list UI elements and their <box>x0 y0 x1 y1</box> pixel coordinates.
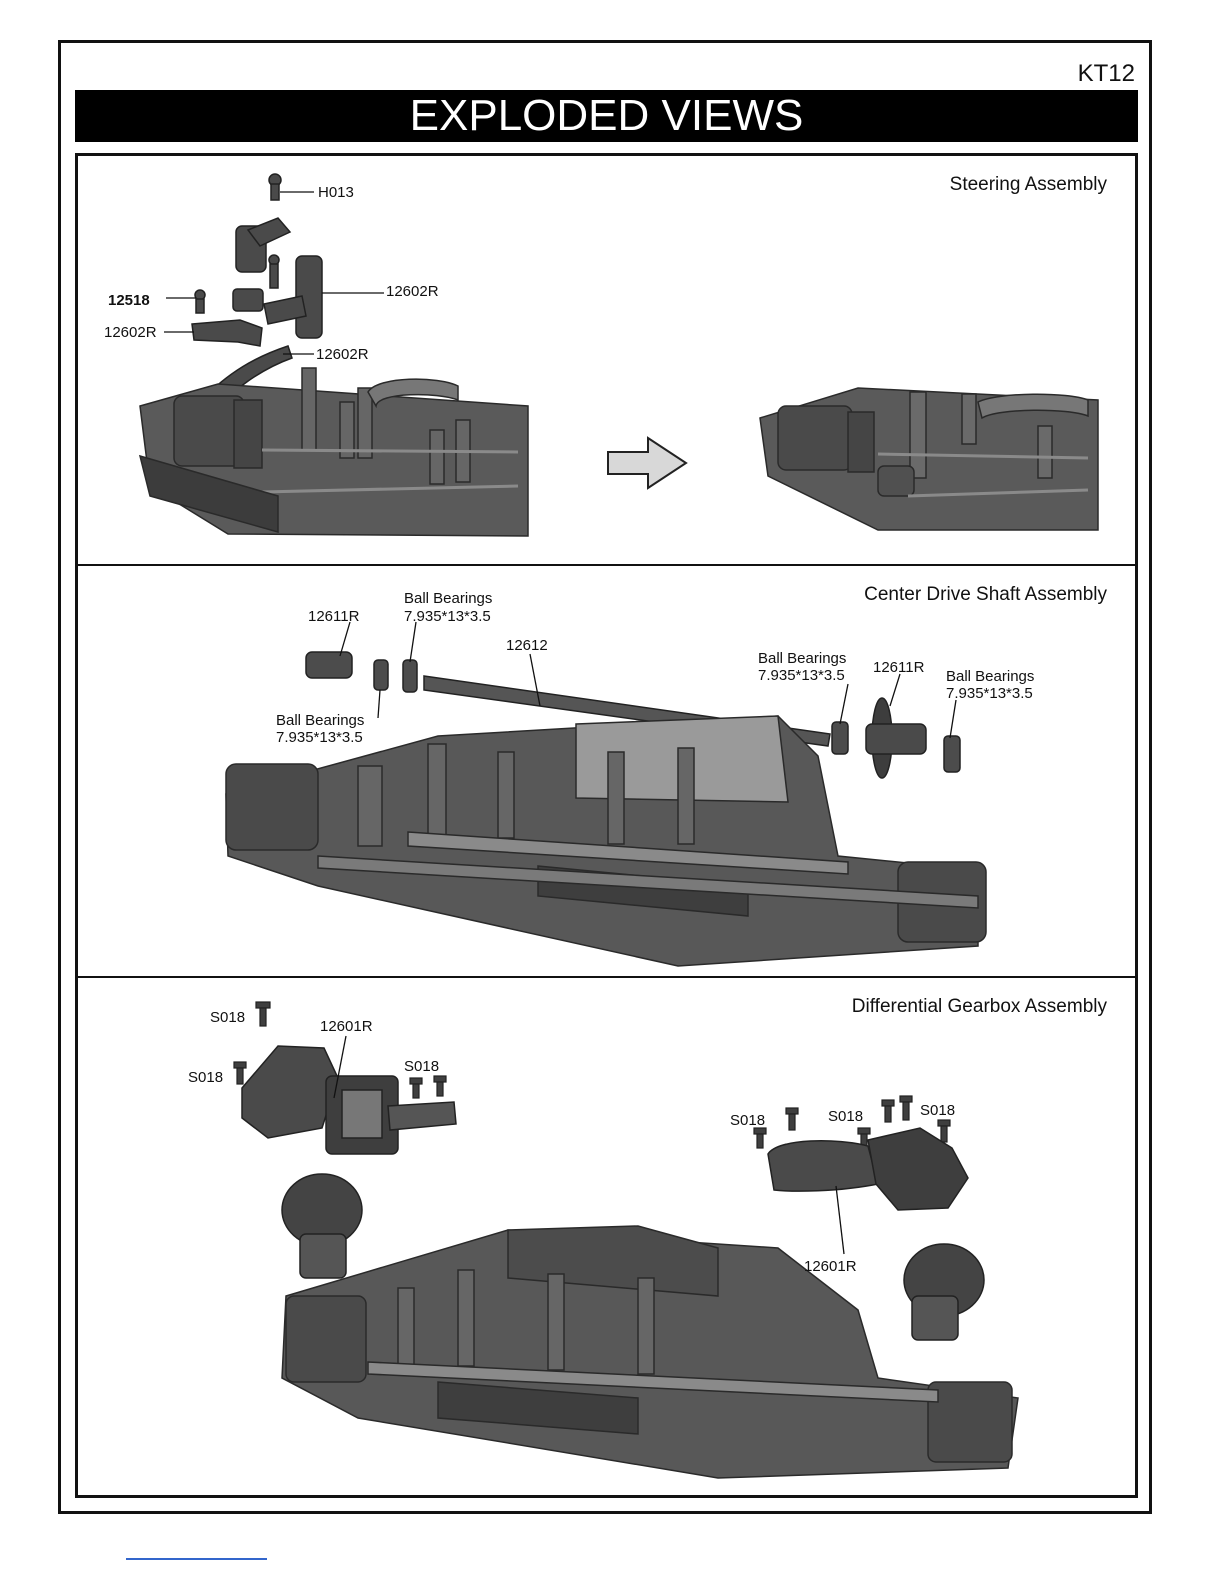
part-label-s018-right-c: S018 <box>920 1102 955 1119</box>
part-label-12602r-crank-right: 12602R <box>386 283 439 300</box>
screw-part <box>754 1128 766 1148</box>
right-arrow-icon <box>608 438 686 488</box>
part-label-12611r-front: 12611R <box>308 608 359 625</box>
part-label-ball-bearings-right-size: 7.935*13*3.5 <box>946 685 1033 702</box>
part-label-12518: 12518 <box>108 292 150 309</box>
bushing-part <box>233 289 263 311</box>
screw-part <box>882 1100 894 1122</box>
part-label-s018-right-a: S018 <box>730 1112 765 1129</box>
screw-part <box>410 1078 422 1098</box>
differential-gearbox-illustration <box>78 978 1135 1495</box>
steering-assembly-illustration <box>78 156 1135 564</box>
center-drive-shaft-illustration <box>78 566 1135 976</box>
part-label-12601r-left: 12601R <box>320 1018 373 1035</box>
gearbox-housing-right <box>768 1141 878 1191</box>
part-label-s018-left: S018 <box>188 1069 223 1086</box>
steering-chassis-after <box>760 388 1098 530</box>
center-drive-shaft-panel: Center Drive Shaft Assembly <box>78 564 1135 976</box>
part-label-s018-right-b: S018 <box>828 1108 863 1125</box>
screw-part <box>938 1120 950 1142</box>
part-label-12612: 12612 <box>506 637 548 654</box>
bearing-part <box>403 660 417 692</box>
part-label-h013: H013 <box>318 184 354 201</box>
part-label-s018-left-pair: S018 <box>404 1058 439 1075</box>
steering-assembly-panel: Steering Assembly <box>78 156 1135 564</box>
part-label-12611r-gear: 12611R <box>873 659 924 676</box>
differential-gearbox-panel: Differential Gearbox Assembly <box>78 976 1135 1495</box>
steering-chassis-before <box>140 368 528 536</box>
bearing-part <box>374 660 388 690</box>
screw-part <box>900 1096 912 1120</box>
ball-stud-shank <box>271 184 279 200</box>
bearing-part <box>944 736 960 772</box>
part-label-12601r-right: 12601R <box>804 1258 857 1275</box>
crank-left-part <box>192 320 262 346</box>
part-label-ball-bearings-low-size: 7.935*13*3.5 <box>276 729 363 746</box>
part-label-ball-bearings-mid: Ball Bearings <box>758 650 846 667</box>
part-label-ball-bearings-top-size: 7.935*13*3.5 <box>404 608 491 625</box>
part-label-12602r-crank-left: 12602R <box>104 324 157 341</box>
part-label-ball-bearings-low: Ball Bearings <box>276 712 364 729</box>
part-label-ball-bearings-top: Ball Bearings <box>404 590 492 607</box>
bearing-part <box>832 722 848 754</box>
part-label-12602r-link: 12602R <box>316 346 369 363</box>
part-label-ball-bearings-mid-size: 7.935*13*3.5 <box>758 667 845 684</box>
page-title: EXPLODED VIEWS <box>75 90 1138 142</box>
footer-link-underline <box>126 1558 267 1560</box>
screw-part <box>234 1062 246 1084</box>
model-code: KT12 <box>1078 60 1135 88</box>
screw-part <box>786 1108 798 1130</box>
part-label-s018-top: S018 <box>210 1009 245 1026</box>
front-cup-part <box>306 652 352 678</box>
screw-part <box>256 1002 270 1026</box>
gearbox-housing-left <box>242 1046 338 1138</box>
part-label-ball-bearings-right: Ball Bearings <box>946 668 1034 685</box>
screw-part <box>434 1076 446 1096</box>
